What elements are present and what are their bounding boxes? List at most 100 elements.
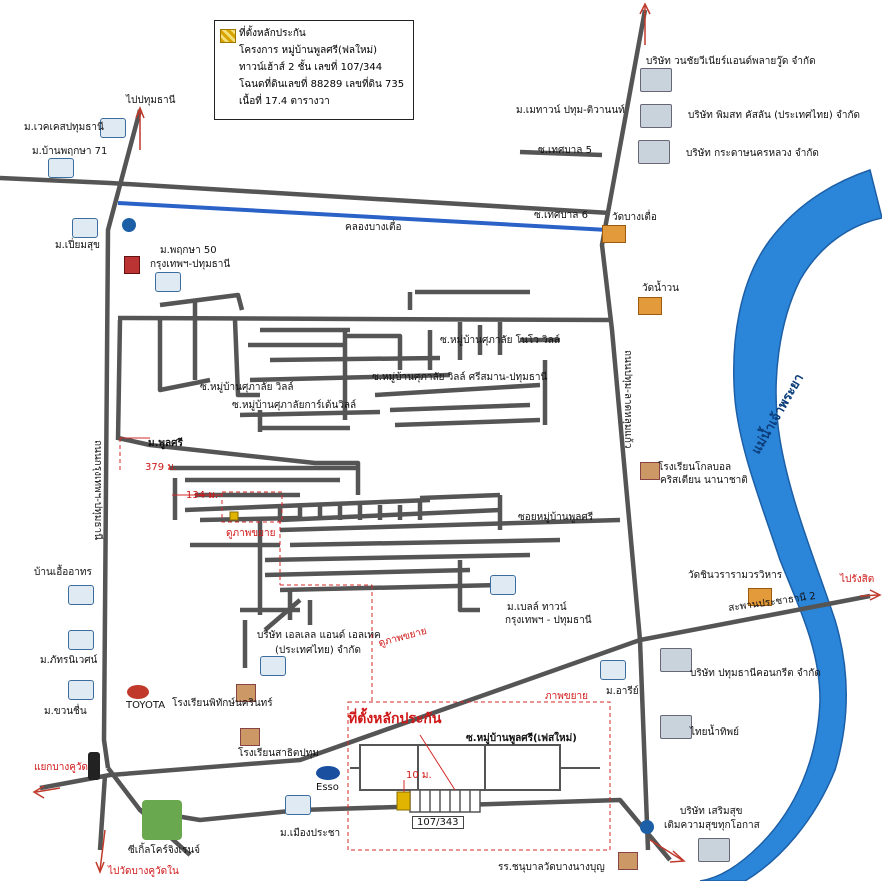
factory-icon [640, 68, 672, 92]
label-soi-thesaban-6: ซ.เทศบาล 6 [534, 210, 588, 221]
label-company-3: บริษัท กระดาษนครหลวง จำกัด [686, 148, 819, 159]
golf-course-icon [142, 800, 182, 840]
label-school-christian: โรงเรียนโกลบอล [658, 462, 732, 473]
label-m-pulsri: ม.พูลศรี [148, 438, 183, 449]
label-to-bang-kudi: ไปวัดบางคูวัดใน [108, 866, 179, 877]
label-metro-town: ม.เมทาวน์ ปทุม-ติวานนท์ [516, 105, 625, 116]
gas-station-icon [640, 820, 654, 834]
house-icon [68, 680, 94, 700]
esso-logo-icon [316, 766, 340, 780]
site-swatch-icon [220, 29, 236, 43]
label-mooban-3: ม.เปี่ยมสุข [55, 240, 100, 251]
label-to-rangsit: ไปรังสิต [840, 574, 875, 585]
label-134m: 134 ม. [186, 490, 219, 501]
house-icon [490, 575, 516, 595]
factory-icon [698, 838, 730, 862]
label-to-pathum-thani: ไปปทุมธานี [126, 95, 176, 106]
label-soi-supalai-ville: ซ.หมู่บ้านศุภาลัย วิลล์ [200, 382, 294, 393]
gas-station-icon [122, 218, 136, 232]
label-company-lsl: บริษัท เอลเลล แอนด์ เอลเทค [257, 630, 381, 641]
temple-icon [748, 588, 772, 606]
house-icon [100, 118, 126, 138]
factory-icon [640, 104, 672, 128]
legend-house: ทาวน์เฮ้าส์ 2 ชั้น เลขที่ 107/344 [239, 62, 383, 73]
label-10m: 10 ม. [406, 770, 432, 781]
label-wat-bang-teui: วัดบางเตื่อ [612, 212, 657, 223]
label-m-muang-pracha: ม.เมืองประชา [280, 828, 341, 839]
house-icon [600, 660, 626, 680]
legend-area: เนื้อที่ 17.4 ตารางวา [239, 96, 330, 107]
label-soi-supalai-novo: ซ.หมู่บ้านศุภาลัย โนโว วิลล์ [440, 335, 560, 346]
legend-deed: โฉนดที่ดินเลขที่ 88289 เลขที่ดิน 735 [239, 79, 405, 90]
label-belle-town-2: กรุงเทพฯ - ปทุมธานี [505, 615, 592, 626]
label-bangkok-pathum: กรุงเทพฯ-ปทุมธานี [150, 259, 231, 270]
school-icon [236, 684, 256, 702]
canal-line [117, 201, 609, 232]
house-icon [155, 272, 181, 292]
label-school-satit: โรงเรียนสาธิตปทุม [238, 748, 319, 759]
factory-icon [660, 715, 692, 739]
label-belle-town: ม.เบลล์ ทาวน์ [507, 602, 567, 613]
label-m-arthi: ม.อารีย์ [606, 686, 639, 697]
chao-phraya-river [699, 169, 882, 881]
label-school-wat: รร.ชนุบาลวัดบางนางบุญ [498, 862, 605, 873]
label-esso: Esso [316, 782, 339, 793]
school-icon [640, 462, 660, 480]
label-company-concrete: บริษัท ปทุมธานีคอนกรีต จำกัด [690, 668, 821, 679]
legend-title: ที่ตั้งหลักประกัน [239, 28, 306, 39]
label-mooban-2: ม.บ้านพฤกษา 71 [32, 146, 108, 157]
legend-project: โครงการ หมู่บ้านพูลศรี(ฟลใหม่) [239, 45, 378, 56]
label-soi-pulsri: ซอยหมู่บ้านพูลศรี [518, 512, 594, 523]
label-soi-supalai-garden: ซ.หมู่บ้านศุภาลัยการ์เด้นวิลล์ [232, 400, 357, 411]
label-pruksa-50: ม.พฤกษา 50 [160, 245, 217, 256]
label-mooban-khun: ม.ขวนชื่น [44, 706, 87, 717]
label-mooban-1: ม.เวคเคสปทุมธานี [24, 122, 104, 133]
house-icon [68, 630, 94, 650]
label-golf: ซีเกิ้ลโคร์จิงเรนจ์ [128, 845, 201, 856]
school-icon [240, 728, 260, 746]
traffic-light-icon [88, 752, 100, 780]
label-soi-thesaban-5: ซ.เทศบาล 5 [538, 145, 592, 156]
label-expansion-3: ภาพขยาย [545, 691, 588, 702]
label-379m: 379 ม. [145, 462, 178, 473]
factory-icon [660, 648, 692, 672]
label-road-pathum: ถนนปทุม-ลาดหลุมแก้ว [622, 350, 633, 449]
house-icon [260, 656, 286, 676]
house-icon [68, 585, 94, 605]
temple-icon [602, 225, 626, 243]
label-thai-nam-tip: ไทยน้ำทิพย์ [690, 727, 739, 738]
shop-icon [124, 256, 140, 274]
label-company-2: บริษัท พิมสท คัสลัน (ประเทศไทย) จำกัด [688, 110, 861, 121]
label-site-inset: ที่ตั้งหลักประกัน [348, 711, 442, 727]
house-icon [285, 795, 311, 815]
label-soi-pulsri-fleur: ซ.หมู่บ้านพูลศรี(เฟสใหม่) [466, 733, 577, 744]
label-wat-chinwararam: วัดชินวรารามวรวิหาร [688, 570, 783, 581]
label-toyota: TOYOTA [126, 700, 166, 711]
label-expansion-1: ดูภาพขยาย [226, 528, 276, 539]
label-company-lsl-2: (ประเทศไทย) จำกัด [275, 645, 361, 656]
label-mooban-phatr: ม.ภัทรนิเวศน์ [40, 655, 98, 666]
label-school-christian-2: คริสเตียน นานาชาติ [660, 475, 748, 486]
label-soi-supalai-sriman: ซ.หมู่บ้านศุภาลัย วิลล์ ศรีสมาน-ปทุมธานี [372, 372, 548, 383]
label-company-serm: บริษัท เสริมสุข [680, 806, 743, 817]
house-icon [72, 218, 98, 238]
toyota-logo-icon [127, 685, 149, 699]
label-company-serm-2: เติมความสุขทุกโอกาส [664, 820, 760, 831]
site-marker [229, 511, 239, 521]
temple-icon [638, 297, 662, 315]
school-icon [618, 852, 638, 870]
label-baan-asathorn: บ้านเอื้ออาทร [34, 567, 92, 578]
factory-icon [638, 140, 670, 164]
house-icon [48, 158, 74, 178]
inset-site-marker [396, 791, 411, 811]
label-house-no: 107/343 [412, 816, 464, 829]
label-wat-nam-won: วัดน้ำวน [642, 283, 680, 294]
label-company-1: บริษัท วนชัยวีเนียร์แอนด์พลายวู๊ด จำกัด [646, 56, 816, 67]
label-school-pittayasin: โรงเรียนพิทักษ์นครินทร์ [172, 698, 273, 709]
label-canal: คลองบางเตื่อ [345, 222, 402, 233]
label-bang-kudi-jct: แยกบางคูวัด [34, 762, 89, 773]
label-road-bkk-pathum: ถนนกรุงเทพฯ-ปทุมธานี [92, 440, 103, 540]
legend-box: ที่ตั้งหลักประกัน โครงการ หมู่บ้านพูลศรี… [214, 20, 414, 120]
